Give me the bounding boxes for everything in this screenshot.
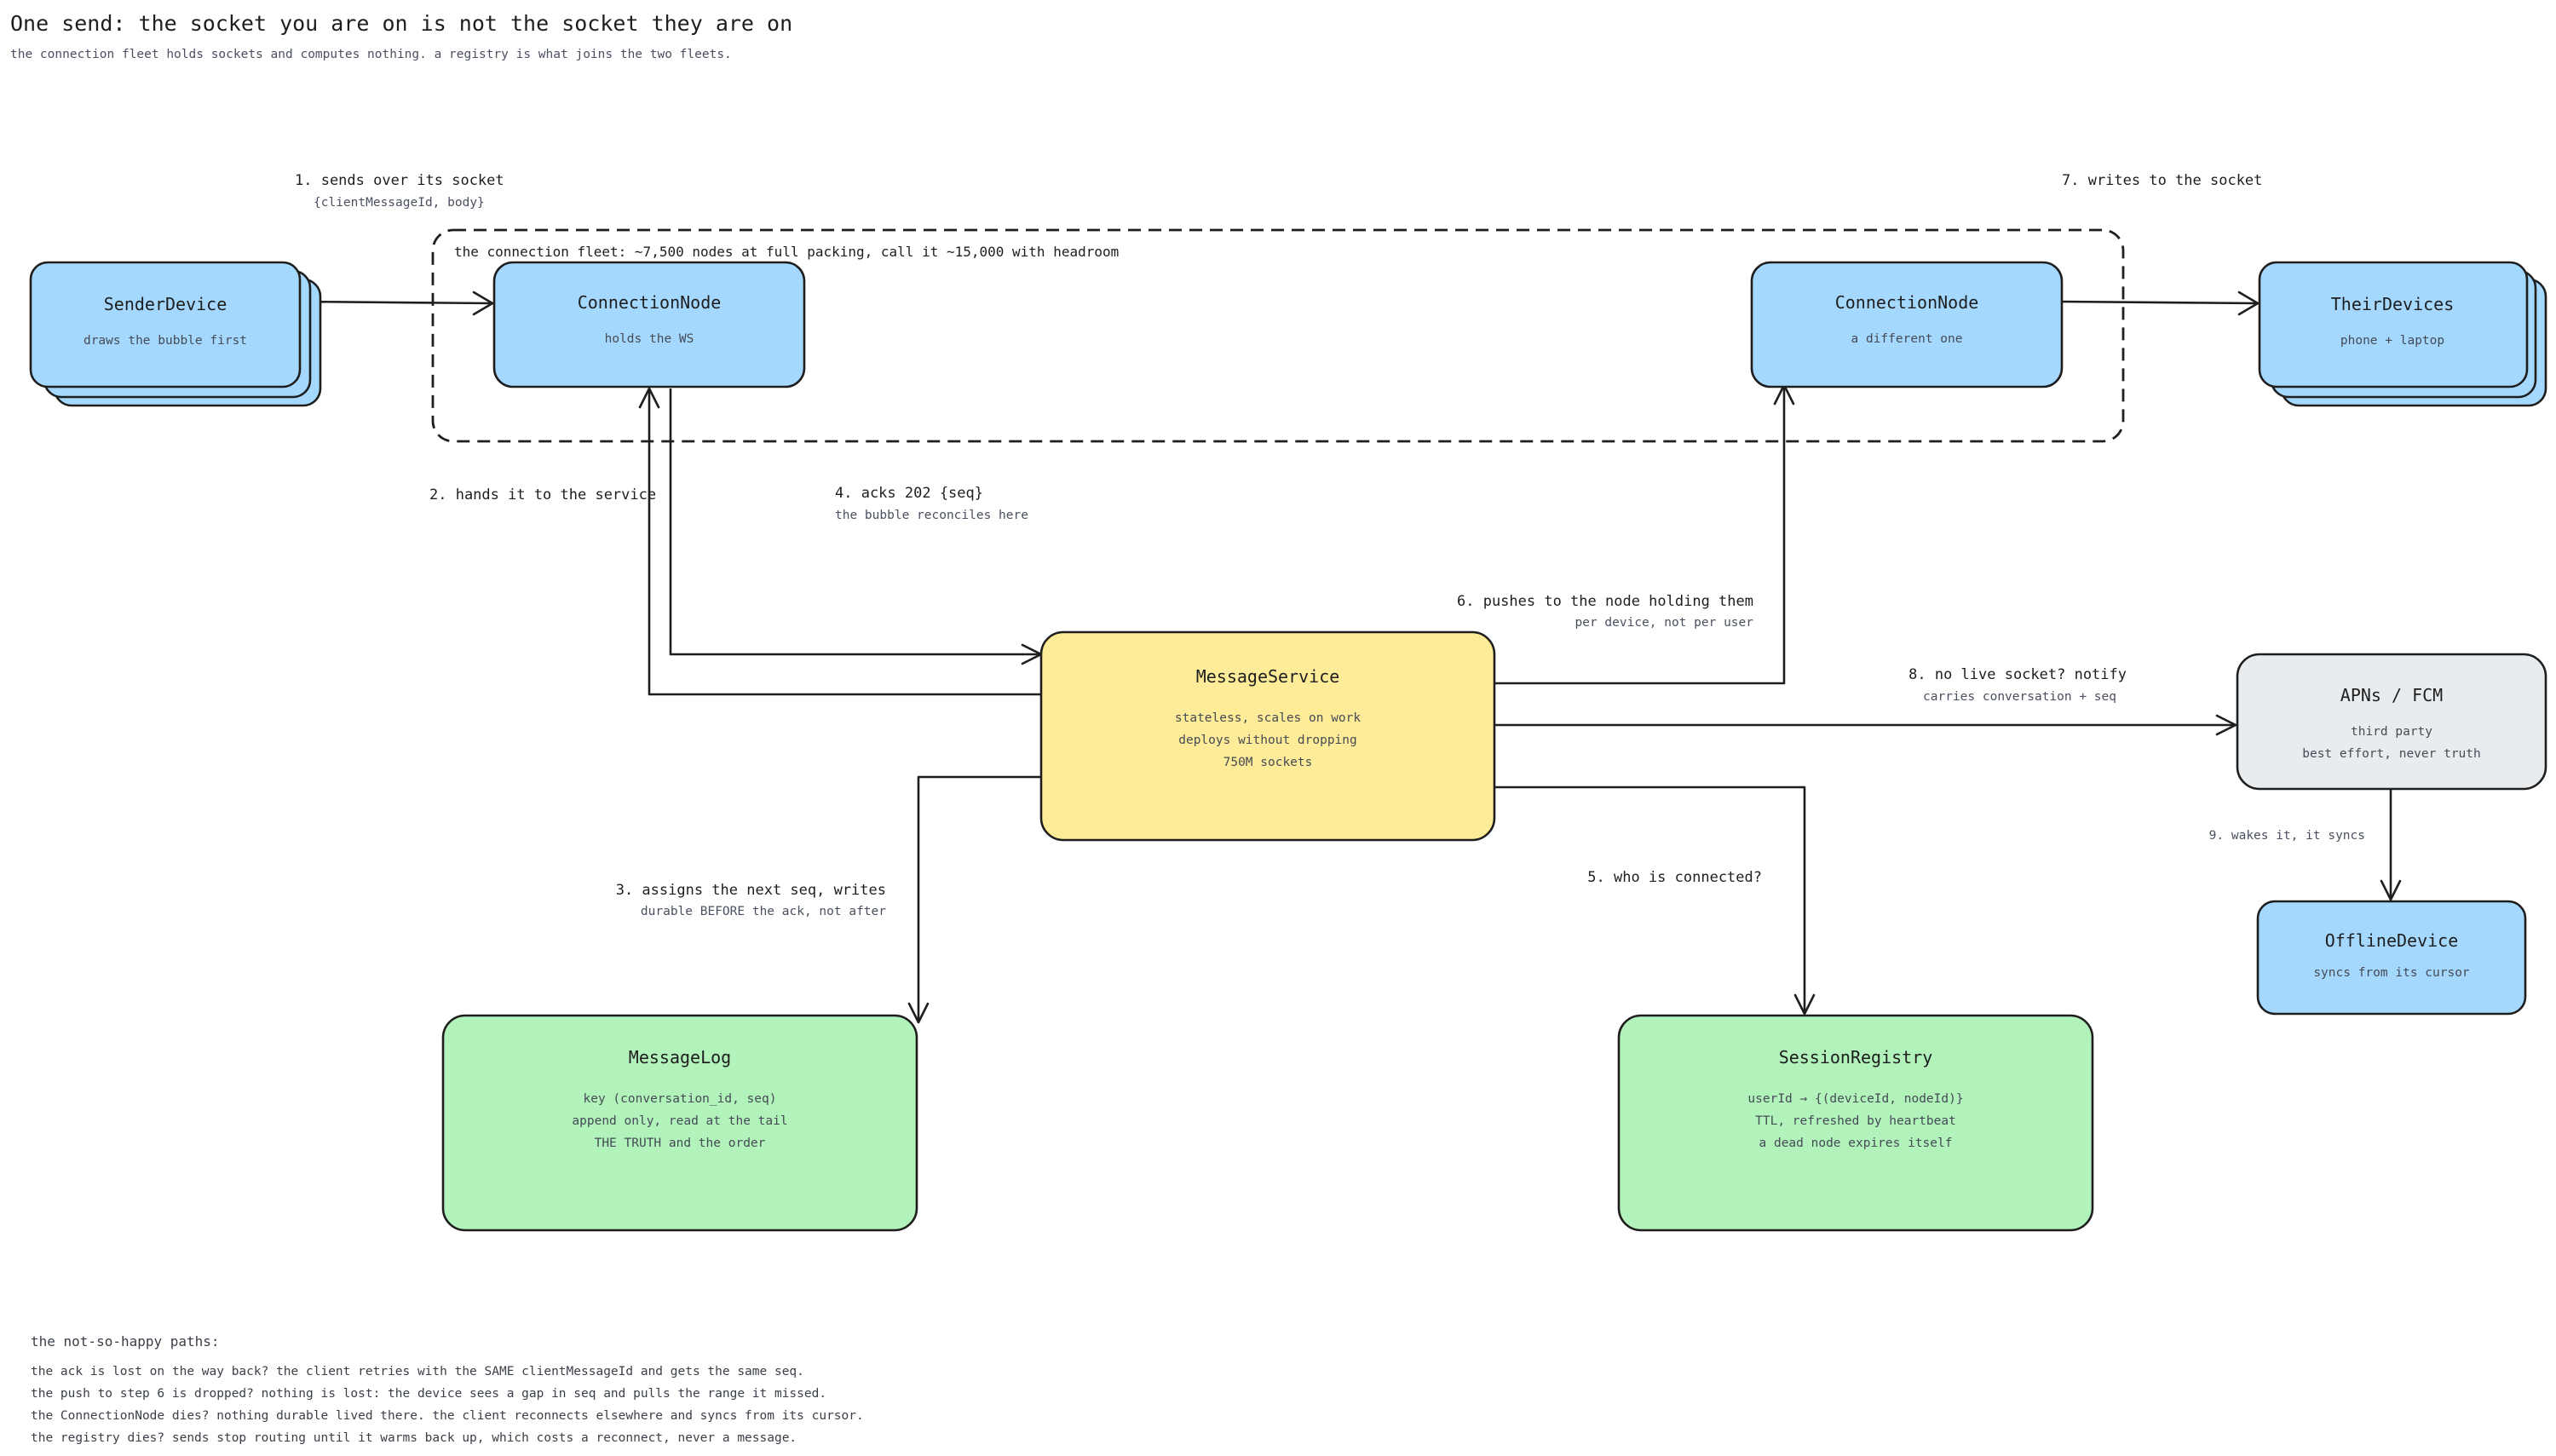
- step-6-label: 6. pushes to the node holding them: [1457, 593, 1753, 610]
- page-title: One send: the socket you are on is not t…: [10, 11, 792, 36]
- node-line: holds the WS: [605, 332, 694, 346]
- edge-service-to-other-connection-node: [1494, 383, 1795, 685]
- edge-sender-to-connection-node: [299, 291, 494, 316]
- note-item: the push to step 6 is dropped? nothing i…: [31, 1387, 826, 1401]
- node-their-devices: TheirDevices phone + laptop: [2258, 261, 2547, 407]
- step-9-label: 9. wakes it, it syncs: [2209, 829, 2365, 843]
- step-5-label: 5. who is connected?: [1587, 869, 1762, 886]
- step-8-sublabel: carries conversation + seq: [1923, 690, 2116, 704]
- node-line: syncs from its cursor: [2313, 966, 2470, 980]
- node-title: MessageLog: [629, 1047, 731, 1068]
- node-line: append only, read at the tail: [572, 1114, 787, 1128]
- node-line: stateless, scales on work: [1175, 711, 1361, 725]
- step-4-sublabel: the bubble reconciles here: [835, 509, 1028, 522]
- node-line: third party: [2351, 725, 2432, 739]
- note-item: the registry dies? sends stop routing un…: [31, 1431, 797, 1445]
- page-subtitle: the connection fleet holds sockets and c…: [10, 48, 732, 61]
- node-offline-device: OfflineDevice syncs from its cursor: [2256, 900, 2527, 1016]
- node-connection-node-a: ConnectionNode holds the WS: [492, 261, 806, 388]
- edge-connection-node-to-service: [669, 388, 1043, 665]
- step-7-label: 7. writes to the socket: [2062, 172, 2262, 189]
- step-6-sublabel: per device, not per user: [1574, 616, 1753, 630]
- connection-fleet-boundary: [431, 228, 2125, 443]
- node-title: APNs / FCM: [2340, 685, 2443, 705]
- node-line: a dead node expires itself: [1759, 1137, 1953, 1150]
- node-message-log: MessageLog key (conversation_id, seq) ap…: [441, 1014, 918, 1232]
- node-connection-node-b: ConnectionNode a different one: [1750, 261, 2064, 388]
- notes-heading: the not-so-happy paths:: [31, 1333, 220, 1350]
- node-title: OfflineDevice: [2325, 930, 2459, 951]
- note-item: the ConnectionNode dies? nothing durable…: [31, 1409, 864, 1423]
- node-line: key (conversation_id, seq): [584, 1092, 777, 1106]
- edge-service-to-apns: [1494, 714, 2237, 736]
- edge-apns-to-offline-device: [2380, 789, 2402, 901]
- node-line: deploys without dropping: [1178, 734, 1357, 747]
- step-4-label: 4. acks 202 {seq}: [835, 485, 983, 502]
- node-line: a different one: [1851, 332, 1963, 346]
- node-apns-fcm: APNs / FCM third party best effort, neve…: [2236, 653, 2547, 791]
- edge-connection-node-to-their-devices: [2059, 291, 2260, 316]
- node-line: TTL, refreshed by heartbeat: [1755, 1114, 1956, 1128]
- node-title: MessageService: [1196, 666, 1340, 687]
- node-title: TheirDevices: [2331, 294, 2455, 314]
- node-line: userId → {(deviceId, nodeId)}: [1747, 1092, 1963, 1106]
- step-1-sublabel: {clientMessageId, body}: [314, 196, 485, 210]
- step-1-label: 1. sends over its socket: [295, 172, 504, 189]
- node-line: phone + laptop: [2340, 334, 2444, 348]
- node-session-registry: SessionRegistry userId → {(deviceId, nod…: [1617, 1014, 2094, 1232]
- node-sender-device: SenderDevice draws the bubble first: [29, 261, 322, 407]
- step-3-sublabel: durable BEFORE the ack, not after: [641, 905, 886, 918]
- node-title: SessionRegistry: [1779, 1047, 1933, 1068]
- node-title: ConnectionNode: [578, 292, 722, 313]
- node-line: 750M sockets: [1223, 756, 1313, 769]
- edges: [299, 291, 2402, 1024]
- edge-service-to-message-log: [907, 775, 1041, 1024]
- edge-service-to-session-registry: [1494, 786, 1816, 1016]
- step-3-label: 3. assigns the next seq, writes: [616, 882, 886, 899]
- connection-fleet-group: the connection fleet: ~7,500 nodes at fu…: [431, 228, 2125, 443]
- note-item: the ack is lost on the way back? the cli…: [31, 1365, 804, 1378]
- step-labels: 1. sends over its socket {clientMessageI…: [295, 172, 2365, 918]
- step-8-label: 8. no live socket? notify: [1908, 666, 2127, 683]
- step-2-label: 2. hands it to the service: [429, 486, 656, 504]
- node-line: draws the bubble first: [83, 334, 247, 348]
- connection-fleet-label: the connection fleet: ~7,500 nodes at fu…: [454, 244, 1119, 260]
- node-title: SenderDevice: [104, 294, 227, 314]
- node-message-service: MessageService stateless, scales on work…: [1039, 630, 1496, 842]
- node-line: THE TRUTH and the order: [595, 1137, 766, 1150]
- node-title: ConnectionNode: [1835, 292, 1979, 313]
- node-line: best effort, never truth: [2302, 747, 2481, 761]
- failure-notes: the not-so-happy paths: the ack is lost …: [31, 1333, 864, 1445]
- edge-service-to-connection-node: [638, 387, 1041, 696]
